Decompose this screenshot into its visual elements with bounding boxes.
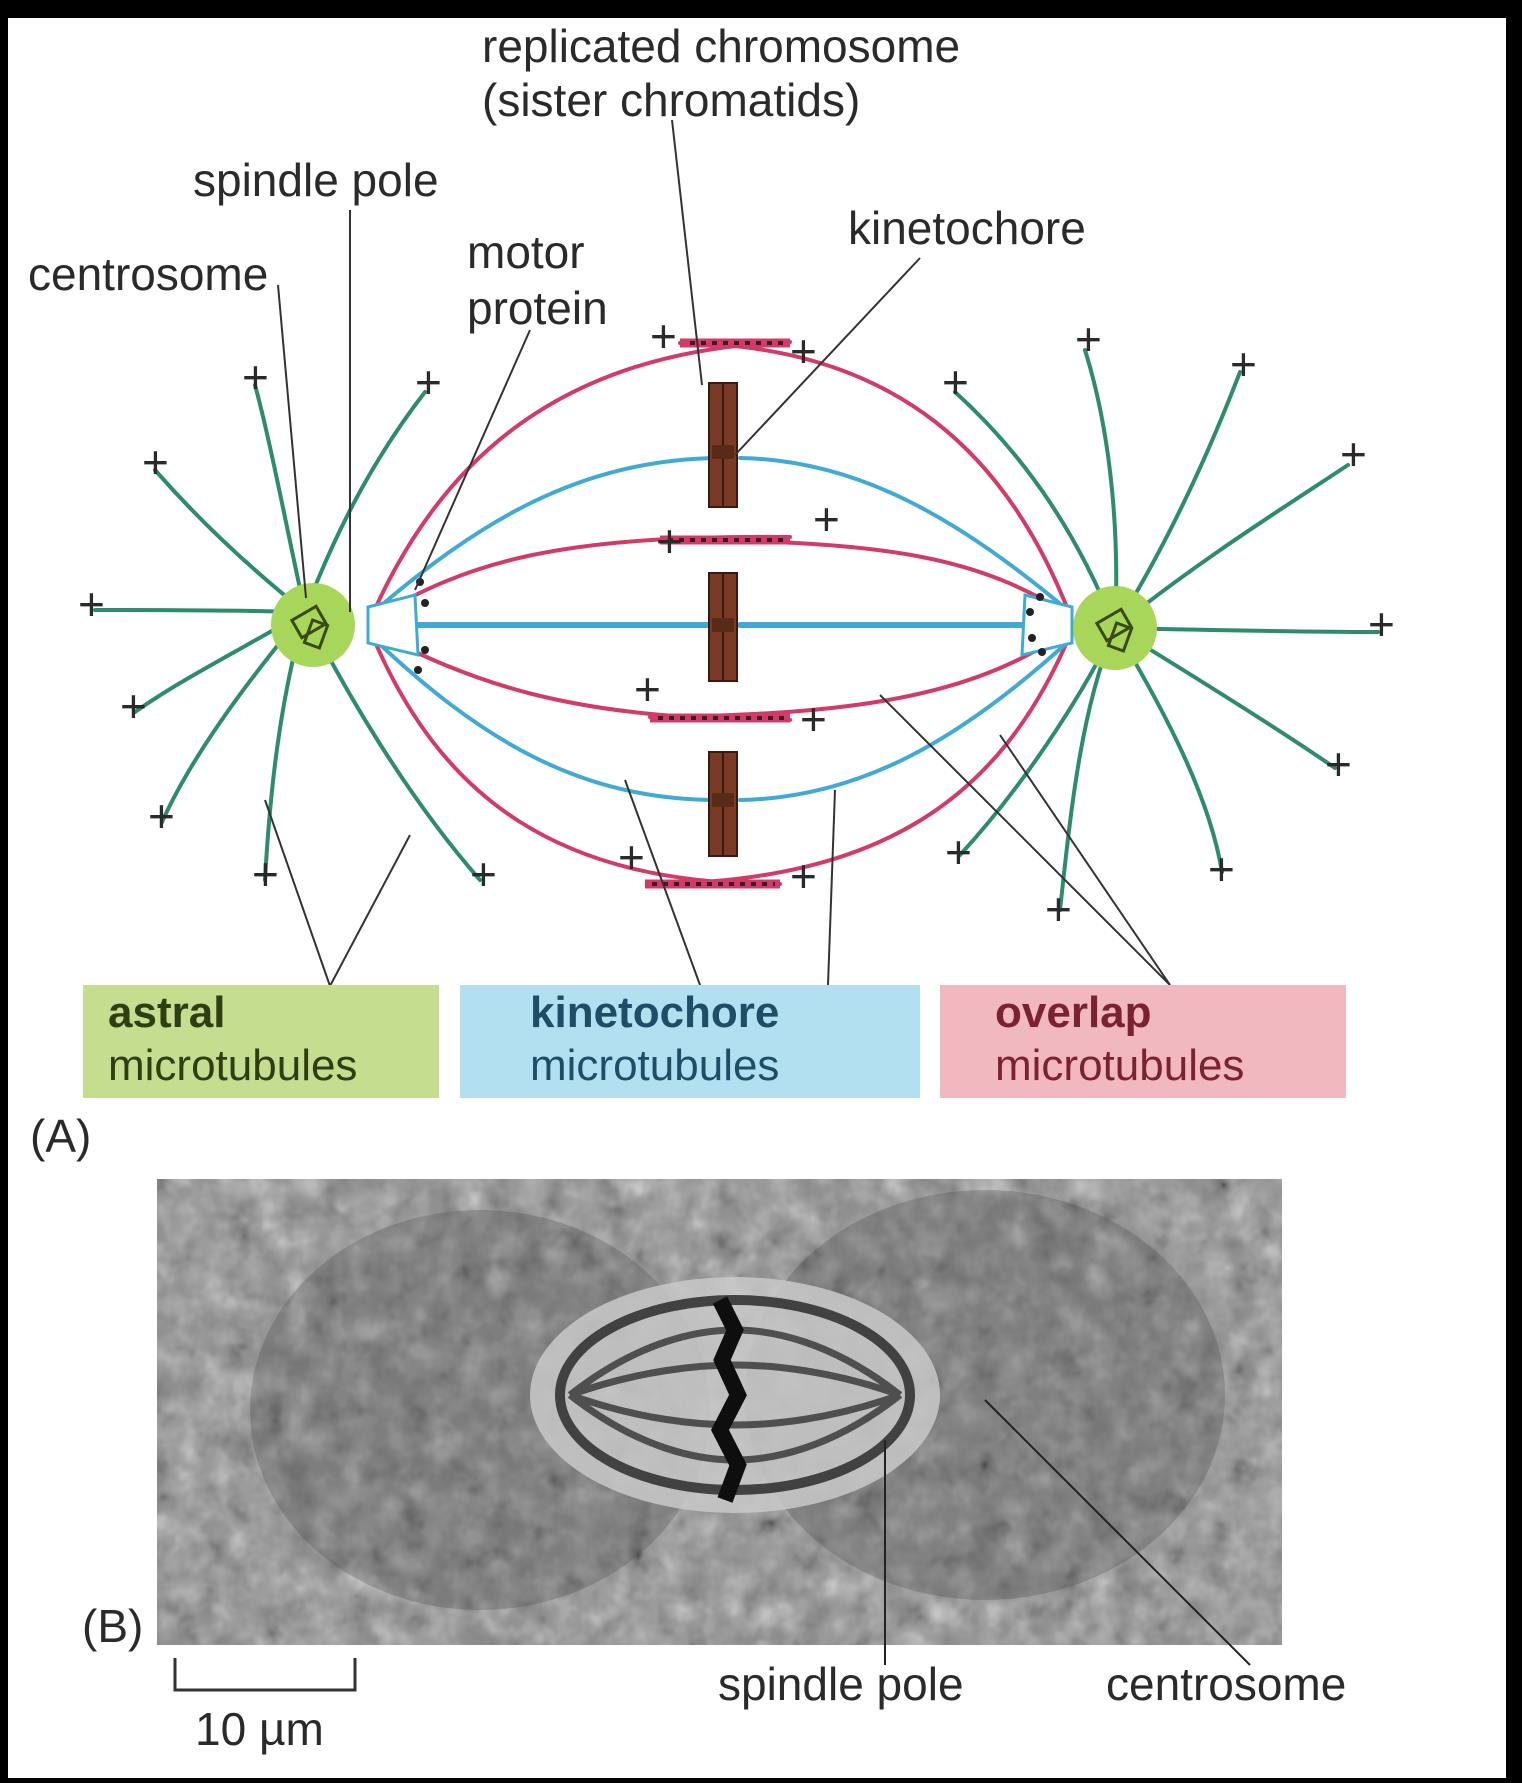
scale-bar-label: 10 µm [195,1703,324,1755]
plus-end-mark: + [142,436,169,488]
plus-end-mark: + [252,848,279,900]
legend-astral-line2: microtubules [108,1041,357,1090]
plus-end-mark: + [1075,313,1102,365]
replicated-chromosome [708,751,738,857]
centrosome-right [1073,586,1157,670]
centrosome-label-bottom: centrosome [1106,1658,1346,1710]
legend-kinetochore-line2: microtubules [530,1041,779,1090]
plus-end-mark: + [790,325,817,377]
spindle-pole-left [366,578,429,674]
plus-end-mark: + [120,680,147,732]
kinetochore-label: kinetochore [848,202,1086,254]
plus-end-mark: + [242,351,269,403]
plus-end-mark: + [1325,738,1352,790]
centrosome-label-top: centrosome [28,248,268,300]
motor-protein-label: motor [467,226,585,278]
plus-end-mark: + [800,693,827,745]
plus-end-mark: + [790,850,817,902]
plus-end-mark: + [148,790,175,842]
plus-end-mark: + [656,515,683,567]
legend-overlap: overlap microtubules [940,985,1346,1098]
legend-kinetochore: kinetochore microtubules [460,985,920,1098]
legend-astral-line1: astral [108,988,225,1037]
legend-overlap-line1: overlap [995,988,1152,1037]
plus-end-mark: + [618,831,645,883]
panel-a-label: (A) [30,1110,91,1162]
replicated-chromosome [708,382,738,508]
leader-lines [264,119,1171,987]
plus-end-mark: + [415,356,442,408]
sister-chromatids-label: (sister chromatids) [482,74,860,126]
spindle-pole-right [1020,593,1074,657]
panel-b-label: (B) [82,1600,143,1652]
plus-end-mark: + [1045,883,1072,935]
centrosome-left [271,583,355,667]
scale-bar: 10 µm [173,1658,357,1755]
plus-end-mark: + [78,578,105,630]
plus-end-mark: + [945,826,972,878]
replicated-chromosome-label: replicated chromosome [482,20,960,72]
micrograph [157,1179,1282,1645]
legend-overlap-line2: microtubules [995,1041,1244,1090]
astral-plus-ends-right: + + + + + + + + + [942,313,1395,935]
plus-end-mark: + [650,310,677,362]
plus-end-mark: + [1208,843,1235,895]
overlap-zones [645,338,790,889]
spindle-diagram: + + + + + + + + + + + + + + [28,20,1395,987]
replicated-chromosome [708,572,738,682]
plus-end-mark: + [1368,598,1395,650]
astral-plus-ends-left: + + + + + + + + [78,351,497,900]
kinetochore-microtubules [367,456,1073,802]
plus-end-mark: + [1340,428,1367,480]
overlap-plus-ends: + + + + + + + + [618,310,840,902]
plus-end-mark: + [1230,338,1257,390]
motor-protein-label-line2: protein [467,282,608,334]
plus-end-mark: + [470,848,497,900]
centrosome-pointer [984,1399,1251,1666]
plus-end-mark: + [634,663,661,715]
legend-kinetochore-line1: kinetochore [530,988,779,1037]
chromosomes [708,382,738,857]
plus-end-mark: + [813,493,840,545]
legend: astral microtubules kinetochore microtub… [83,985,1346,1098]
legend-astral: astral microtubules [83,985,439,1098]
spindle-pole-label-bottom: spindle pole [718,1658,964,1710]
metaphase-plate [711,1296,747,1503]
spindle-pole-label-top: spindle pole [193,154,439,206]
plus-end-mark: + [942,356,969,408]
